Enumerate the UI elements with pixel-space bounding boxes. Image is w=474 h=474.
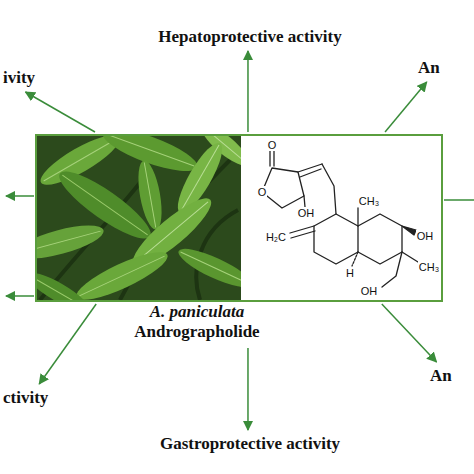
chemical-structure: [300, 169, 321, 177]
chemical-structure: [298, 164, 322, 172]
atom-label: CH₃: [418, 261, 440, 273]
plant-photo: [72, 244, 173, 300]
plant-photo: [62, 175, 147, 235]
chemical-structure: [357, 208, 358, 226]
activity-label: Gastroprotective activity: [160, 434, 340, 454]
activity-text: ivity: [3, 68, 35, 88]
compound-name: Andrographolide: [134, 322, 259, 342]
side-arrows: [6, 195, 34, 197]
plant-photo: [37, 219, 107, 265]
atom-label: OH: [416, 230, 435, 242]
activity-text: Hepatoprotective activity: [158, 27, 341, 47]
plant-photo: [144, 163, 155, 228]
activity-arrow: [39, 304, 96, 384]
chemical-structure: [382, 252, 402, 287]
chemical-structure: [291, 231, 315, 238]
activity-arrow: [385, 82, 427, 132]
activity-text: An: [418, 58, 440, 78]
plant-photo: [106, 136, 194, 166]
plant-photo: [175, 242, 241, 294]
activity-label: Hepatoprotective activity: [158, 27, 341, 47]
chemical-structure: [402, 252, 418, 262]
plant-photo: [175, 242, 241, 294]
atom-label: OH: [297, 207, 316, 219]
plant-photo: [72, 244, 173, 300]
chemical-structure: [402, 226, 416, 235]
activity-text: Gastroprotective activity: [160, 434, 340, 454]
activity-label: ivity: [3, 68, 35, 88]
activity-label: ctivity: [3, 388, 48, 408]
chemical-structure: [358, 214, 402, 264]
plant-photo: [37, 219, 107, 265]
atom-label: H₂C: [265, 231, 287, 243]
activity-label: An: [430, 366, 452, 386]
plant-photo: [37, 267, 93, 300]
chemical-structure: [304, 196, 305, 207]
activity-text: ctivity: [3, 388, 48, 408]
side-arrows: [6, 196, 474, 296]
activity-label: An: [418, 58, 440, 78]
atom-label: H: [345, 267, 355, 279]
chemical-structure: [322, 164, 336, 214]
activity-arrow: [247, 348, 249, 430]
chemical-structure: [273, 150, 274, 166]
atom-label: O: [267, 139, 278, 151]
plant-photo: [37, 231, 101, 253]
activity-arrow: [25, 92, 94, 132]
activity-arrow: [382, 304, 437, 362]
chemical-structure: [262, 168, 304, 208]
plant-photo: [181, 252, 241, 284]
side-arrows: [6, 295, 34, 297]
caption-block: A. paniculataAndrographolide: [134, 302, 259, 342]
plant-photo: [37, 276, 87, 301]
atom-label: CH₃: [358, 195, 380, 207]
chemical-structure: [269, 150, 270, 166]
plant-photo: [37, 136, 241, 300]
chemical-structure: [262, 150, 418, 287]
atom-label: O: [257, 186, 268, 198]
side-arrows: [444, 199, 474, 201]
activity-arrow: [247, 51, 249, 132]
plant-photo: [79, 256, 164, 296]
plant-box: A. paniculataAndrographolide: [35, 134, 443, 302]
chemical-structure: [352, 252, 358, 266]
chemical-structure: [314, 214, 358, 264]
activity-text: An: [430, 366, 452, 386]
plant-photo: [44, 139, 117, 181]
atom-label: OH: [360, 285, 379, 297]
structure-panel: [241, 136, 441, 300]
species-name: A. paniculata: [134, 302, 259, 322]
plant-photo: [37, 267, 93, 300]
